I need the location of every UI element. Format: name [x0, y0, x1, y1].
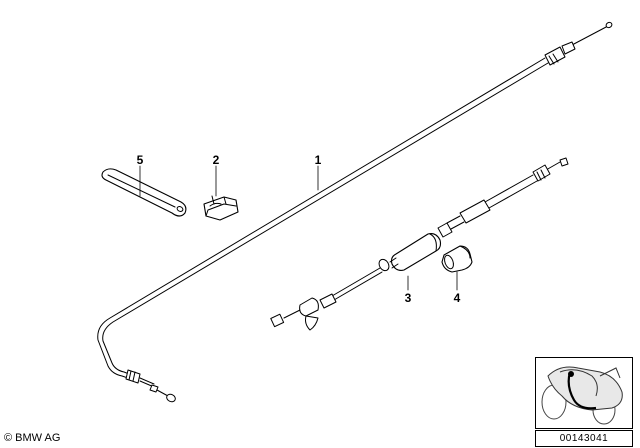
part-2-clip[interactable] — [203, 195, 239, 221]
diagram-id-frame — [535, 430, 633, 447]
motorcycle-thumbnail-icon — [535, 357, 633, 429]
part-3-throttle-cable[interactable] — [270, 157, 569, 331]
callout-4: 4 — [454, 291, 461, 305]
copyright-label: © BMW AG — [4, 432, 61, 444]
diagram-id-label: 00143041 — [559, 433, 609, 444]
leader-lines — [139, 165, 458, 291]
part-1-cable[interactable] — [97, 21, 613, 403]
callout-5: 5 — [137, 153, 144, 167]
callout-1: 1 — [315, 153, 322, 167]
part-4-sleeve[interactable] — [441, 245, 473, 273]
callout-3: 3 — [405, 291, 412, 305]
callout-2: 2 — [213, 153, 220, 167]
part-5-strap[interactable] — [101, 168, 187, 217]
